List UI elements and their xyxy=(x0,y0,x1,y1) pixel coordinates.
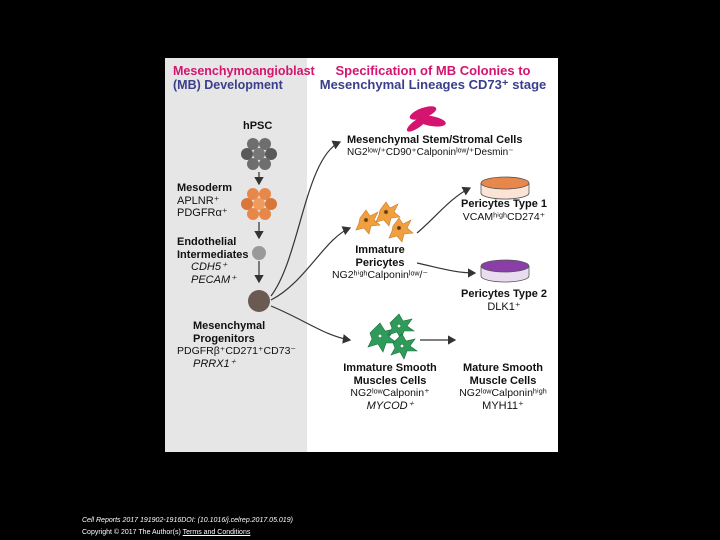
mature-smc-title-2: Muscle Cells xyxy=(469,374,537,387)
progenitor-title-1: Mesenchymal xyxy=(193,320,266,332)
arrow-to-pericytes-type2 xyxy=(416,262,477,278)
hpsc-cluster-icon xyxy=(241,138,277,170)
header-specification: Specification of MB Colonies to Mesenchy… xyxy=(313,64,553,92)
mesoderm-title: Mesoderm xyxy=(177,182,233,194)
label-mesoderm: Mesoderm APLNR⁺ PDGFRα⁺ xyxy=(177,182,232,220)
label-hpsc: hPSC xyxy=(243,120,273,132)
header-left-line2: (MB) Development xyxy=(173,78,283,92)
header-right-line2: Mesenchymal Lineages CD73⁺ stage xyxy=(319,77,547,92)
immature-pericytes-markers: NG2ʰⁱᵍʰCalponinˡᵒʷ/⁻ xyxy=(331,269,429,281)
label-immature-pericytes: Immature Pericytes NG2ʰⁱᵍʰCalponinˡᵒʷ/⁻ xyxy=(330,244,430,282)
mature-smc-marker-2: MYH11⁺ xyxy=(482,399,524,412)
arrow-to-pericytes-type1 xyxy=(416,186,472,234)
left-column-background xyxy=(165,58,307,452)
msc-cells-icon xyxy=(406,106,446,132)
header-left-line1: Mesenchymoangioblast xyxy=(173,64,315,78)
immature-smc-icon xyxy=(367,313,418,360)
endothelial-marker-2: PECAM⁺ xyxy=(191,273,236,286)
mature-smc-marker-1: NG2ˡᵒʷCalponinʰⁱᵍʰ xyxy=(459,387,547,399)
mature-smc-title-1: Mature Smooth xyxy=(462,362,544,374)
label-mesenchymal-progenitors: Mesenchymal Progenitors PDGFRβ⁺CD271⁺CD7… xyxy=(177,320,296,370)
pericytes-type2-title: Pericytes Type 2 xyxy=(460,288,547,300)
msc-title: Mesenchymal Stem/Stromal Cells xyxy=(347,134,523,146)
immature-pericytes-title-2: Pericytes xyxy=(355,256,405,269)
arrow-to-immature-smc xyxy=(270,305,352,344)
mesoderm-marker-2: PDGFRα⁺ xyxy=(177,207,228,219)
msc-markers: NG2ˡᵒʷ/⁺CD90⁺Calponinˡᵒʷ/⁺Desmin⁻ xyxy=(347,146,514,158)
immature-smc-title-1: Immature Smooth xyxy=(343,362,437,374)
endothelial-title-1: Endothelial xyxy=(177,236,237,248)
diagram-graphics xyxy=(241,106,530,360)
label-endothelial: Endothelial Intermediates CDH5⁺ PECAM⁺ xyxy=(177,236,249,286)
immature-smc-title-2: Muscles Cells xyxy=(353,374,427,387)
pericytes-type2-dish-icon xyxy=(480,259,530,283)
pericytes-type2-markers: DLK1⁺ xyxy=(487,300,521,313)
progenitor-marker-2: PRRX1⁺ xyxy=(193,357,236,370)
arrow-to-immature-pericytes xyxy=(270,226,352,301)
immature-smc-marker-2: MYCOD⁺ xyxy=(366,399,414,412)
pericytes-type1-markers: VCAMʰⁱᵍʰCD274⁺ xyxy=(462,210,546,223)
copyright: Copyright © 2017 The Author(s) xyxy=(82,529,181,536)
arrow-to-msc xyxy=(270,140,342,297)
label-pericytes-type1: Pericytes Type 1 VCAMʰⁱᵍʰCD274⁺ xyxy=(450,198,558,223)
citation-text: Cell Reports 2017 191902-1916DOI: (10.10… xyxy=(82,516,293,525)
endothelial-title-2: Intermediates xyxy=(177,248,249,261)
citation: Cell Reports 2017 191902-1916DOI: (10.10… xyxy=(82,517,293,524)
label-pericytes-type2: Pericytes Type 2 DLK1⁺ xyxy=(450,288,558,313)
terms-and-conditions-link[interactable]: Terms and Conditions xyxy=(182,529,251,536)
header-right-line1: Specification of MB Colonies to xyxy=(335,63,531,78)
progenitor-marker-1: PDGFRβ⁺CD271⁺CD73⁻ xyxy=(177,345,296,357)
label-mature-smc: Mature Smooth Muscle Cells NG2ˡᵒʷCalponi… xyxy=(448,362,558,412)
pericytes-type1-dish-icon xyxy=(480,176,530,200)
mesenchymal-progenitor-icon xyxy=(248,290,270,312)
copyright-line: Copyright © 2017 The Author(s) Terms and… xyxy=(82,528,250,537)
mesoderm-cluster-icon xyxy=(241,188,277,220)
mesoderm-marker-1: APLNR⁺ xyxy=(177,194,220,207)
label-msc: Mesenchymal Stem/Stromal Cells NG2ˡᵒʷ/⁺C… xyxy=(347,134,522,159)
pericytes-type1-title: Pericytes Type 1 xyxy=(460,198,547,210)
immature-pericytes-icon xyxy=(355,201,414,243)
endothelial-marker-1: CDH5⁺ xyxy=(191,261,227,273)
endothelial-cell-icon xyxy=(252,246,266,260)
progenitor-title-2: Progenitors xyxy=(193,332,255,345)
immature-smc-marker-1: NG2ˡᵒʷCalponin⁺ xyxy=(350,387,430,399)
label-immature-smc: Immature Smooth Muscles Cells NG2ˡᵒʷCalp… xyxy=(335,362,445,412)
figure-panel: Mesenchymoangioblast (MB) Development Sp… xyxy=(165,58,558,452)
header-mb-development: Mesenchymoangioblast (MB) Development xyxy=(173,64,315,92)
immature-pericytes-title-1: Immature xyxy=(355,244,405,256)
